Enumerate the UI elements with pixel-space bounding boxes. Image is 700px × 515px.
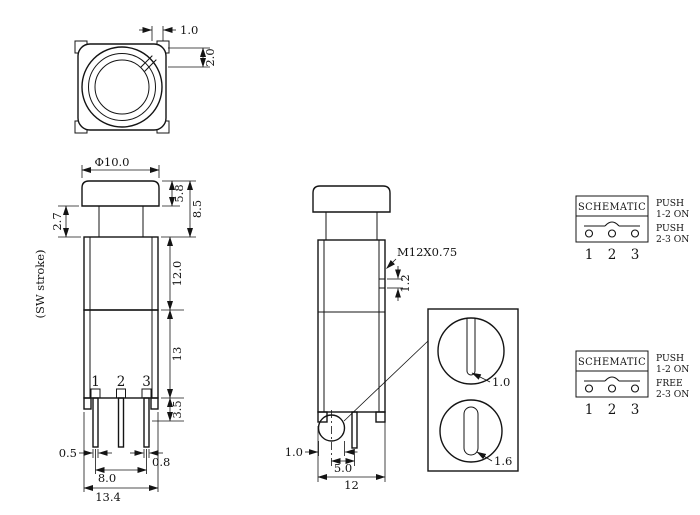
schematic-2-state-1-result: 1-2 ON — [656, 364, 689, 375]
schematic-1-notes: PUSH 1-2 ON PUSH 2-3 ON — [656, 198, 689, 245]
schematic-2-state-1-action: PUSH — [656, 353, 684, 364]
dim-cap-height: 5.8 — [172, 184, 186, 202]
pin-2 — [117, 397, 125, 448]
detail-slot-circle — [437, 317, 505, 385]
pin-side — [351, 411, 358, 449]
button-cap-front — [81, 180, 160, 207]
detail-frame — [427, 308, 519, 472]
front-view: 1 2 3 Φ10.0 5.8 8.5 2.7 (SW stroke) — [33, 155, 204, 504]
body-upper-front — [83, 236, 159, 311]
schematic-1-symbol — [584, 221, 640, 238]
schematic-1-state-1-result: 1-2 ON — [656, 209, 689, 220]
dim-oval-width: 1.6 — [494, 454, 512, 468]
schematic-1: SCHEMATIC 1 2 3 PUSH 1-2 ON PUSH 2-3 ON — [575, 195, 689, 263]
dim-stroke: 2.7 — [50, 212, 64, 230]
dim-groove: 1.2 — [398, 274, 412, 292]
button-cap-side — [312, 185, 391, 213]
schematic-2-symbol — [584, 376, 640, 393]
dim-tab-depth: 2.0 — [203, 48, 217, 66]
front-view-dimensions: Φ10.0 5.8 8.5 2.7 (SW stroke) 12.0 13 3 — [33, 155, 204, 504]
detail-view: 1.0 1.6 — [343, 308, 519, 472]
pin-label-3: 3 — [142, 374, 151, 390]
pin-label-2: 2 — [117, 374, 126, 390]
dim-peg-width: 1.0 — [285, 445, 303, 459]
dim-pin-shoulder: 3.5 — [170, 400, 184, 418]
dim-tab-width: 1.0 — [180, 23, 198, 37]
dim-pin-width: 0.8 — [152, 455, 170, 469]
side-view-part — [312, 185, 391, 468]
button-outer-circle — [81, 46, 163, 128]
schematic-2: SCHEMATIC 1 2 3 PUSH 1-2 ON FREE 2-3 ON — [575, 350, 689, 418]
pin-1 — [92, 397, 99, 448]
pin-3 — [143, 397, 150, 448]
schematic-2-pin-2: 2 — [608, 402, 617, 418]
detail-oval-circle — [439, 399, 503, 463]
schematic-1-state-2-action: PUSH — [656, 223, 684, 234]
thread-spec-label: M12X0.75 — [397, 245, 457, 259]
schematic-1-title: SCHEMATIC — [578, 202, 646, 213]
top-view-part — [74, 40, 170, 134]
dim-cap-diameter: Φ10.0 — [94, 155, 129, 169]
side-view: M12X0.75 1.2 1.0 5.0 12 — [285, 185, 458, 492]
dim-body-width: 13.4 — [95, 490, 121, 504]
schematic-2-notes: PUSH 1-2 ON FREE 2-3 ON — [656, 353, 689, 400]
dim-upper-body-height: 12.0 — [170, 261, 184, 287]
dim-peg-offset: 5.0 — [334, 461, 352, 475]
schematic-2-title: SCHEMATIC — [578, 357, 646, 368]
side-view-dimensions: M12X0.75 1.2 1.0 5.0 12 — [285, 245, 458, 492]
dim-cap-to-body: 8.5 — [190, 200, 204, 218]
dim-slot-width: 1.0 — [492, 375, 510, 389]
dim-lower-body-height: 13 — [170, 347, 184, 362]
stroke-label: (SW stroke) — [33, 249, 47, 318]
schematic-1-state-2-result: 2-3 ON — [656, 234, 689, 245]
top-view: 1.0 2.0 — [74, 23, 217, 134]
schematic-2-state-2-result: 2-3 ON — [656, 389, 689, 400]
dim-pin-pitch: 8.0 — [98, 471, 116, 485]
switch-frame-top — [77, 43, 167, 131]
top-view-dimensions: 1.0 2.0 — [139, 23, 217, 68]
dim-body-depth: 12 — [344, 478, 359, 492]
schematic-1-pin-2: 2 — [608, 247, 617, 263]
schematic-2-pin-1: 1 — [585, 402, 594, 418]
schematic-1-pin-1: 1 — [585, 247, 594, 263]
body-side — [317, 239, 386, 413]
schematic-1-state-1-action: PUSH — [656, 198, 684, 209]
schematic-2-state-2-action: FREE — [656, 378, 683, 389]
schematic-2-pin-3: 3 — [631, 402, 640, 418]
dim-pin-thickness: 0.5 — [59, 446, 77, 460]
schematic-1-pin-3: 3 — [631, 247, 640, 263]
pin-label-1: 1 — [91, 374, 100, 390]
front-view-part: 1 2 3 — [81, 180, 160, 448]
